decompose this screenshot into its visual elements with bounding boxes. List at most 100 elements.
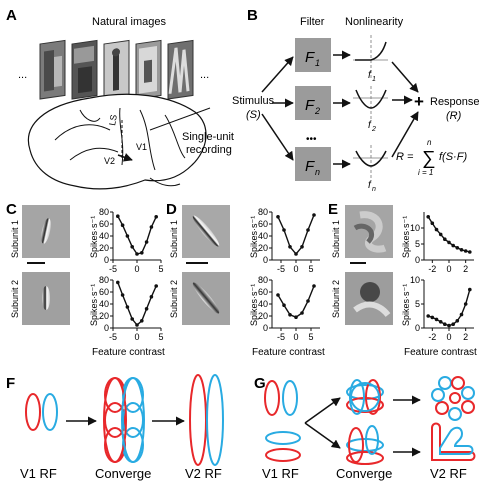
plot-d2-point xyxy=(288,313,292,317)
plot-c1-ytick-label: 20 xyxy=(99,243,109,253)
plot-e1-point xyxy=(459,248,464,252)
plot-e2-point xyxy=(447,323,451,328)
g-v2-rf-top xyxy=(431,376,475,421)
panel-label-c: C xyxy=(6,201,17,218)
plot-c2-xtick-label: -5 xyxy=(109,332,117,342)
plot-c1-point xyxy=(144,240,149,244)
plot-d1-point xyxy=(288,245,292,249)
plot-c2-point xyxy=(144,307,149,311)
plot-e2-point xyxy=(451,322,456,327)
plot-e2-ytick-label: 0 xyxy=(415,323,420,333)
nonlin-2-sub: 2 xyxy=(371,126,376,133)
nonlinearity-header: Nonlinearity xyxy=(345,16,404,28)
eq-body: f(S·F) xyxy=(439,151,467,163)
plot-e2-xtick-label: 2 xyxy=(463,332,468,342)
plot-e1-point xyxy=(455,246,460,250)
plot-e1-point xyxy=(426,215,431,219)
filter-n: F n xyxy=(295,147,331,181)
filter-n-sub: n xyxy=(315,167,320,177)
filter-2-sub: 2 xyxy=(314,106,320,116)
plot-d2-ytick-label: 40 xyxy=(258,299,268,309)
plot-c1-point xyxy=(116,214,120,218)
recording-label-2: recording xyxy=(186,144,232,156)
panel-label-a: A xyxy=(6,7,17,24)
v2-label: V2 xyxy=(104,156,115,166)
plot-d2-xtick-label: 0 xyxy=(293,332,298,342)
plot-c2-point xyxy=(154,284,158,288)
plot-e2-point xyxy=(434,317,439,322)
plot-d2-point xyxy=(282,303,286,308)
plot-c1-point xyxy=(120,223,125,227)
plot-c1-point xyxy=(130,245,134,249)
plot-c1-ytick-label: 80 xyxy=(99,207,109,217)
f-converge-label: Converge xyxy=(95,466,151,481)
plot-e2-point xyxy=(438,320,443,324)
plot-c1-curve xyxy=(117,215,157,255)
plot-e2-point xyxy=(468,287,472,292)
f-v2-label: V2 RF xyxy=(185,466,222,481)
response-symbol: (R) xyxy=(446,110,462,122)
plot-c2-point xyxy=(130,317,134,321)
plot-c1-point xyxy=(135,252,139,256)
g-arrow-down xyxy=(304,422,341,449)
plot-c2-curve xyxy=(117,282,157,327)
plot-e2-point xyxy=(443,322,447,327)
d-subunit1-label: Subunit 1 xyxy=(169,220,179,258)
plot-e2-curve xyxy=(427,289,471,327)
g-v2-label: V2 RF xyxy=(430,466,467,481)
e-xlabel: Feature contrast xyxy=(404,347,477,358)
plot-c1-point xyxy=(154,215,158,219)
plot-d1-point xyxy=(282,228,286,232)
plot-c1-point xyxy=(149,225,154,229)
f-v1-label: V1 RF xyxy=(20,466,57,481)
nonlinearity-2: f 2 xyxy=(353,86,388,133)
plot-c2-ytick-label: 0 xyxy=(104,323,109,333)
c-subunit2-label: Subunit 2 xyxy=(10,280,20,318)
plot-e1-point xyxy=(451,243,456,248)
nonlin-n-sub: n xyxy=(372,186,376,193)
plot-e2-point xyxy=(463,302,468,306)
g-converge-label: Converge xyxy=(336,466,392,481)
e-filter-image-1 xyxy=(345,205,393,258)
plot-e2-xtick-label: -2 xyxy=(428,332,436,342)
plot-c1-xtick-label: 5 xyxy=(158,264,163,274)
plot-e2-point xyxy=(459,312,464,317)
plot-c1-point xyxy=(125,234,130,238)
plot-e2-point xyxy=(430,315,435,320)
nonlinearity-1: f 1 xyxy=(353,35,388,83)
eq-upper: n xyxy=(427,138,432,147)
plot-c2-point xyxy=(149,295,154,299)
plot-d1-xtick-label: 5 xyxy=(308,264,313,274)
plot-d1-ytick-label: 80 xyxy=(258,207,268,217)
plot-d2-point xyxy=(294,315,298,320)
e-subunit2-label: Subunit 2 xyxy=(331,280,341,318)
plot-d2-point xyxy=(306,299,310,303)
panel-label-f: F xyxy=(6,375,15,392)
plot-d2-ytick-label: 80 xyxy=(258,275,268,285)
filter-2-label: F xyxy=(305,97,315,114)
nonlin-1-sub: 1 xyxy=(372,76,376,83)
filter-header: Filter xyxy=(300,16,325,28)
plot-e2-point xyxy=(426,314,431,318)
plot-e1-curve xyxy=(427,216,470,253)
plot-d2-point xyxy=(276,293,280,297)
g-v1-rf-horizontal xyxy=(265,431,301,462)
nonlin-2-label: f xyxy=(368,120,372,131)
g-converge-top xyxy=(346,379,384,415)
plot-d2-xtick-label: -5 xyxy=(277,332,285,342)
ls-label: LS xyxy=(107,114,119,127)
g-v1-label: V1 RF xyxy=(262,466,299,481)
eq-sum: ∑ xyxy=(422,148,436,169)
eq-lhs: R = xyxy=(396,151,414,163)
nonlin-n-label: f xyxy=(368,180,372,191)
plot-d2-point xyxy=(312,284,316,288)
g-converge-bottom xyxy=(346,425,384,465)
arrow-stim-fn xyxy=(261,113,294,161)
plot-d1-ytick-label: 60 xyxy=(258,219,268,229)
panel-label-b: B xyxy=(247,7,258,24)
plot-d1-curve xyxy=(277,214,315,256)
